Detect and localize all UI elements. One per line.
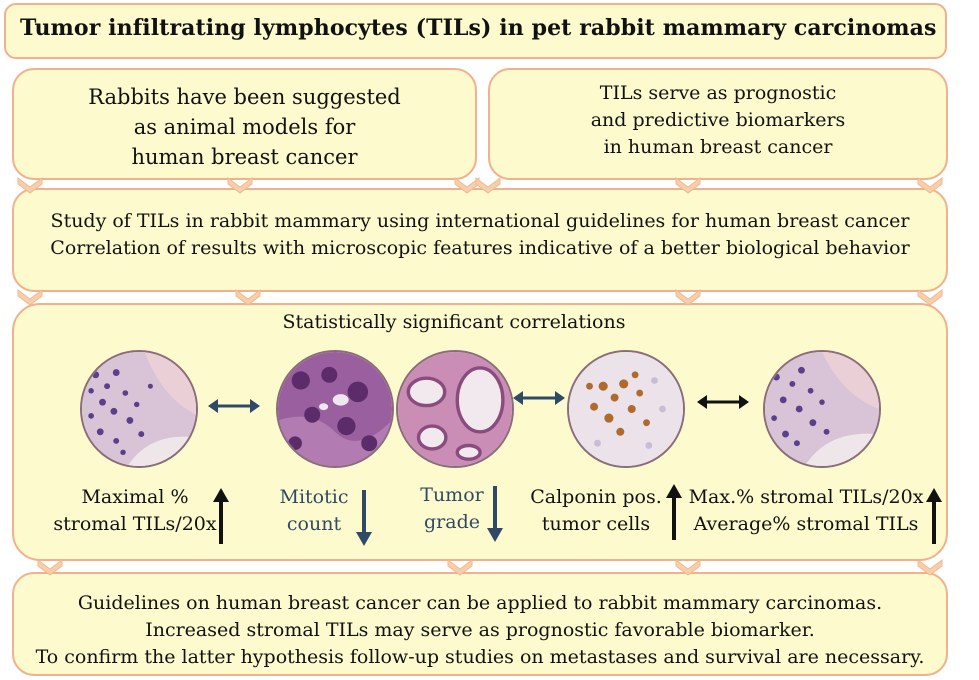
tils-biomarker-line-2: and predictive biomarkers <box>590 109 846 131</box>
page-title: Tumor infiltrating lymphocytes (TILs) in… <box>20 15 937 41</box>
correlation-label-mitotic: Mitotic count <box>262 484 366 538</box>
lymphocyte-histology-image <box>80 350 198 468</box>
tils-biomarker-text: TILs serve as prognostic and predictive … <box>490 80 946 161</box>
tils-biomarker-line-1: TILs serve as prognostic <box>599 82 837 104</box>
arrow-up-icon <box>213 488 229 544</box>
title-box: Tumor infiltrating lymphocytes (TILs) in… <box>4 3 947 59</box>
arrow-down-icon <box>487 486 503 542</box>
correlation-label-calponin: Calponin pos. tumor cells <box>526 484 666 538</box>
correlation-label-stromal-tils: Max.% stromal TILs/20x Average% stromal … <box>688 484 924 538</box>
conclusion-line-3: To confirm the latter hypothesis follow-… <box>35 646 925 668</box>
conclusion-line-2: Increased stromal TILs may serve as prog… <box>145 619 815 641</box>
label-line: Calponin pos. <box>530 486 662 508</box>
label-line: Mitotic <box>279 486 349 508</box>
arrow-up-icon <box>926 488 942 544</box>
arrow-down-icon <box>356 490 372 546</box>
rabbit-model-box: Rabbits have been suggested as animal mo… <box>12 68 477 180</box>
study-line-2: Correlation of results with microscopic … <box>50 237 910 259</box>
rabbit-model-line-3: human breast cancer <box>131 145 358 169</box>
study-box: Study of TILs in rabbit mammary using in… <box>12 188 948 292</box>
study-line-1: Study of TILs in rabbit mammary using in… <box>50 210 910 232</box>
arrow-up-icon <box>666 484 682 540</box>
mitotic-histology-image <box>276 350 394 468</box>
tumor-grade-histology-image <box>396 350 514 468</box>
conclusion-line-1: Guidelines on human breast cancer can be… <box>77 592 883 614</box>
label-line: Tumor <box>420 484 484 506</box>
correlation-label-tumor-grade: Tumor grade <box>400 482 504 536</box>
study-text: Study of TILs in rabbit mammary using in… <box>14 208 946 262</box>
label-line: stromal TILs/20x <box>53 513 217 535</box>
label-line: tumor cells <box>541 513 651 535</box>
rabbit-model-line-2: as animal models for <box>133 115 356 139</box>
label-line: count <box>286 513 342 535</box>
label-line: Maximal % <box>81 486 189 508</box>
conclusion-text: Guidelines on human breast cancer can be… <box>14 590 946 671</box>
double-arrow-icon <box>208 399 260 413</box>
rabbit-model-text: Rabbits have been suggested as animal mo… <box>14 82 475 172</box>
label-line: Average% stromal TILs <box>693 513 919 535</box>
label-line: Max.% stromal TILs/20x <box>688 486 924 508</box>
double-arrow-icon <box>513 391 565 405</box>
conclusion-box: Guidelines on human breast cancer can be… <box>12 572 948 676</box>
calponin-stain-image <box>567 350 685 468</box>
correlation-label-max-stromal: Maximal % stromal TILs/20x <box>52 484 218 538</box>
tils-biomarker-line-3: in human breast cancer <box>603 136 833 158</box>
double-arrow-icon <box>697 395 749 409</box>
tils-biomarker-box: TILs serve as prognostic and predictive … <box>488 68 948 180</box>
rabbit-model-line-1: Rabbits have been suggested <box>88 85 401 109</box>
correlations-heading: Statistically significant correlations <box>282 311 626 333</box>
label-line: grade <box>424 511 480 533</box>
stromal-tils-histology-image <box>763 350 881 468</box>
